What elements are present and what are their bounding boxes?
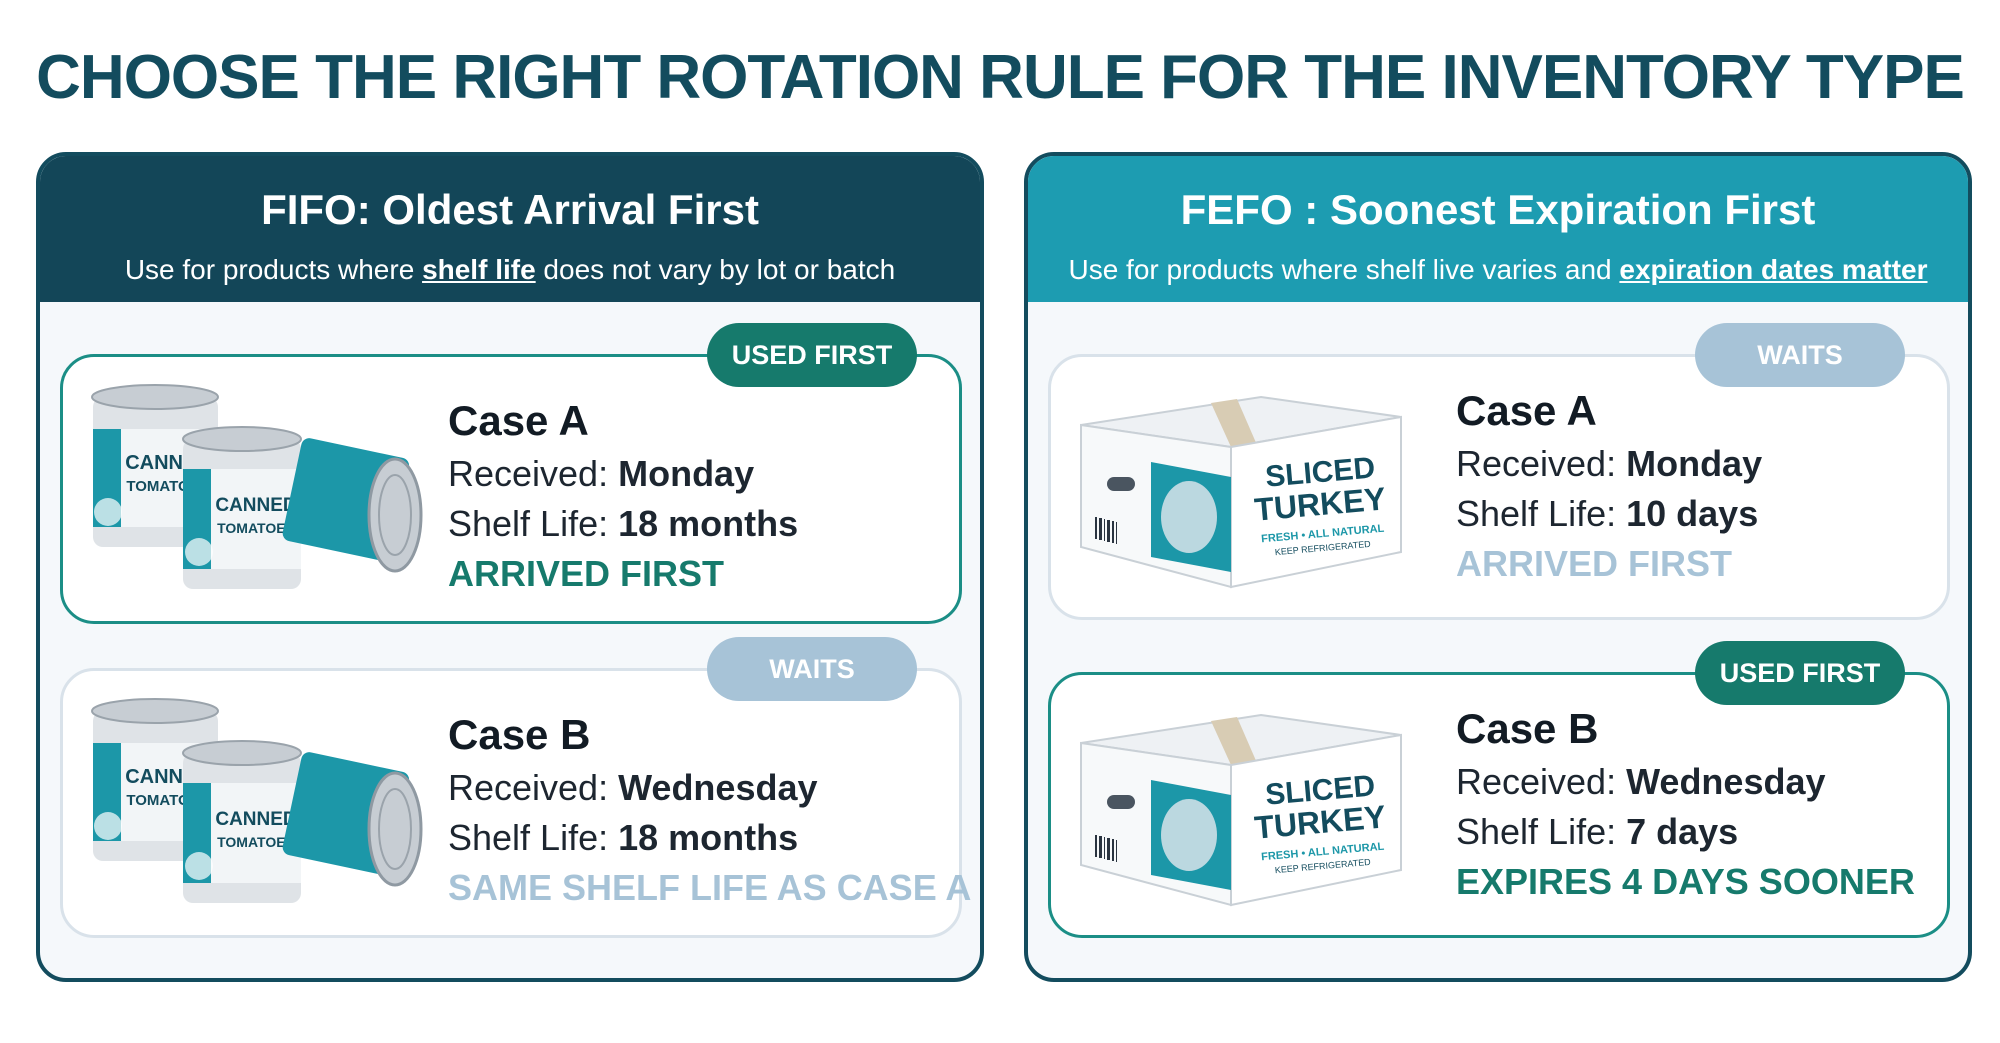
received-value: Wednesday	[1626, 761, 1826, 802]
case-note: EXPIRES 4 DAYS SOONER	[1456, 861, 1915, 902]
fifo-subtitle-text-end: does not vary by lot or batch	[535, 254, 896, 285]
shelf-life-line: Shelf Life: 18 months	[448, 817, 971, 859]
fefo-case-a-card: WAITS SLICED TURKEY FRESH • ALL NATURAL …	[1048, 323, 1950, 620]
fifo-case-a-details: Case A Received: Monday Shelf Life: 18 m…	[448, 397, 798, 595]
case-title: Case A	[1456, 387, 1597, 434]
fefo-case-a-details: Case A Received: Monday Shelf Life: 10 d…	[1456, 387, 1762, 585]
barcode-icon	[1095, 835, 1117, 862]
case-note: SAME SHELF LIFE AS CASE A	[448, 867, 972, 908]
page-title: CHOOSE THE RIGHT ROTATION RULE FOR THE I…	[36, 43, 1965, 112]
shelf-life-line: Shelf Life: 10 days	[1456, 493, 1762, 535]
used-first-badge: USED FIRST	[1695, 641, 1905, 705]
box-icon: SLICED TURKEY FRESH • ALL NATURAL KEEP R…	[1080, 713, 1402, 907]
received-label: Received:	[448, 767, 619, 808]
sliced-turkey-box-illustration: SLICED TURKEY FRESH • ALL NATURAL KEEP R…	[1080, 395, 1402, 589]
barcode-icon	[1095, 517, 1117, 544]
fifo-subtitle-emphasis: shelf life	[422, 254, 536, 285]
can-label-line2: TOMATOES	[217, 834, 295, 850]
can-icon	[282, 752, 423, 887]
shelf-life-label: Shelf Life:	[448, 817, 619, 858]
received-label: Received:	[1456, 761, 1627, 802]
received-value: Monday	[1626, 443, 1763, 484]
waits-badge: WAITS	[707, 637, 917, 701]
case-title: Case A	[448, 397, 589, 444]
shelf-life-label: Shelf Life:	[1456, 811, 1627, 852]
fefo-subtitle-text: Use for products where shelf live varies…	[1068, 254, 1620, 285]
shelf-life-value: 10 days	[1626, 493, 1759, 534]
received-line: Received: Wednesday	[1456, 761, 1915, 803]
received-line: Received: Monday	[448, 453, 798, 495]
fefo-header: FEFO : Soonest Expiration First Use for …	[1028, 156, 1968, 302]
can-label-line2: TOMATOES	[217, 520, 295, 536]
fefo-subtitle: Use for products where shelf live varies…	[1028, 254, 1968, 286]
shelf-life-value: 18 months	[618, 503, 799, 544]
used-first-badge: USED FIRST	[707, 323, 917, 387]
fefo-case-b-details: Case B Received: Wednesday Shelf Life: 7…	[1456, 705, 1915, 903]
received-label: Received:	[448, 453, 619, 494]
fifo-header: FIFO: Oldest Arrival First Use for produ…	[40, 156, 980, 302]
can-icon: CANNED TOMATOES	[182, 740, 302, 903]
can-label-line1: CANNED	[215, 809, 296, 830]
fifo-case-b-details: Case B Received: Wednesday Shelf Life: 1…	[448, 711, 971, 909]
shelf-life-label: Shelf Life:	[448, 503, 619, 544]
case-note: ARRIVED FIRST	[1456, 543, 1733, 584]
can-label-line1: CANNED	[215, 495, 296, 516]
shelf-life-label: Shelf Life:	[1456, 493, 1627, 534]
case-title: Case B	[448, 711, 591, 758]
shelf-life-line: Shelf Life: 7 days	[1456, 811, 1915, 853]
fifo-subtitle-text: Use for products where	[124, 254, 423, 285]
case-note: ARRIVED FIRST	[448, 553, 725, 594]
can-icon: CANNED TOMATOES	[182, 426, 302, 589]
received-line: Received: Wednesday	[448, 767, 971, 809]
case-title: Case B	[1456, 705, 1599, 752]
shelf-life-value: 7 days	[1626, 811, 1739, 852]
fefo-panel: FEFO : Soonest Expiration First Use for …	[1024, 152, 1972, 982]
can-icon	[282, 438, 423, 573]
received-line: Received: Monday	[1456, 443, 1762, 485]
fifo-case-b-card: WAITS CANNED TOMATOES CANNED TOMATOES	[60, 637, 971, 938]
shelf-life-value: 18 months	[618, 817, 799, 858]
received-value: Monday	[618, 453, 755, 494]
fifo-panel: FIFO: Oldest Arrival First Use for produ…	[36, 152, 984, 982]
canned-tomatoes-illustration: CANNED TOMATOES CANNED TOMATOES	[91, 698, 423, 903]
canned-tomatoes-illustration: CANNED TOMATOES CANNED TOMATOES	[91, 384, 423, 589]
fefo-subtitle-emphasis: expiration dates matter	[1619, 254, 1928, 285]
received-label: Received:	[1456, 443, 1627, 484]
waits-badge: WAITS	[1695, 323, 1905, 387]
fefo-title: FEFO : Soonest Expiration First	[1180, 186, 1816, 233]
fifo-title: FIFO: Oldest Arrival First	[261, 186, 759, 233]
box-icon: SLICED TURKEY FRESH • ALL NATURAL KEEP R…	[1080, 395, 1402, 589]
shelf-life-line: Shelf Life: 18 months	[448, 503, 798, 545]
fefo-case-b-card: USED FIRST SLICED TURKEY FRESH • ALL NAT…	[1048, 641, 1950, 938]
fifo-subtitle: Use for products where shelf life does n…	[40, 254, 980, 286]
fifo-case-a-card: USED FIRST CANNED TOMATOES CANNED TOMATO…	[60, 323, 962, 624]
sliced-turkey-box-illustration: SLICED TURKEY FRESH • ALL NATURAL KEEP R…	[1080, 713, 1402, 907]
received-value: Wednesday	[618, 767, 818, 808]
